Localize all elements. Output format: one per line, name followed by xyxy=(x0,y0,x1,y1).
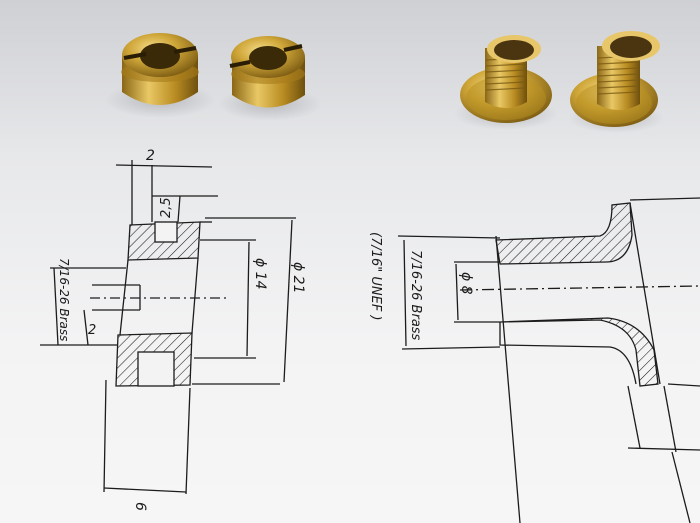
right-dim-thread: 7/16-26 Brass xyxy=(408,250,423,341)
left-dim-length: 6 xyxy=(132,502,148,511)
brass-flanged-bushing-2 xyxy=(568,31,664,133)
right-drawing xyxy=(397,197,700,523)
left-dim-outer: ϕ 21 xyxy=(290,262,306,294)
left-dim-thread: 7/16-26 Brass xyxy=(57,258,71,341)
brass-nut-1 xyxy=(105,33,215,118)
left-dim-inner-small: 2 xyxy=(88,323,96,338)
right-dim-bore: ϕ 8 xyxy=(458,272,474,295)
left-dim-top-offset: 2,5 xyxy=(159,197,174,218)
brass-flanged-bushing-1 xyxy=(454,35,558,130)
brass-nut-2 xyxy=(218,36,322,121)
left-dim-bore: ϕ 14 xyxy=(252,258,268,290)
left-dim-top-width: 2 xyxy=(146,148,155,164)
left-drawing xyxy=(40,160,296,495)
right-dim-unef: (7/16" UNEF ) xyxy=(368,232,383,321)
